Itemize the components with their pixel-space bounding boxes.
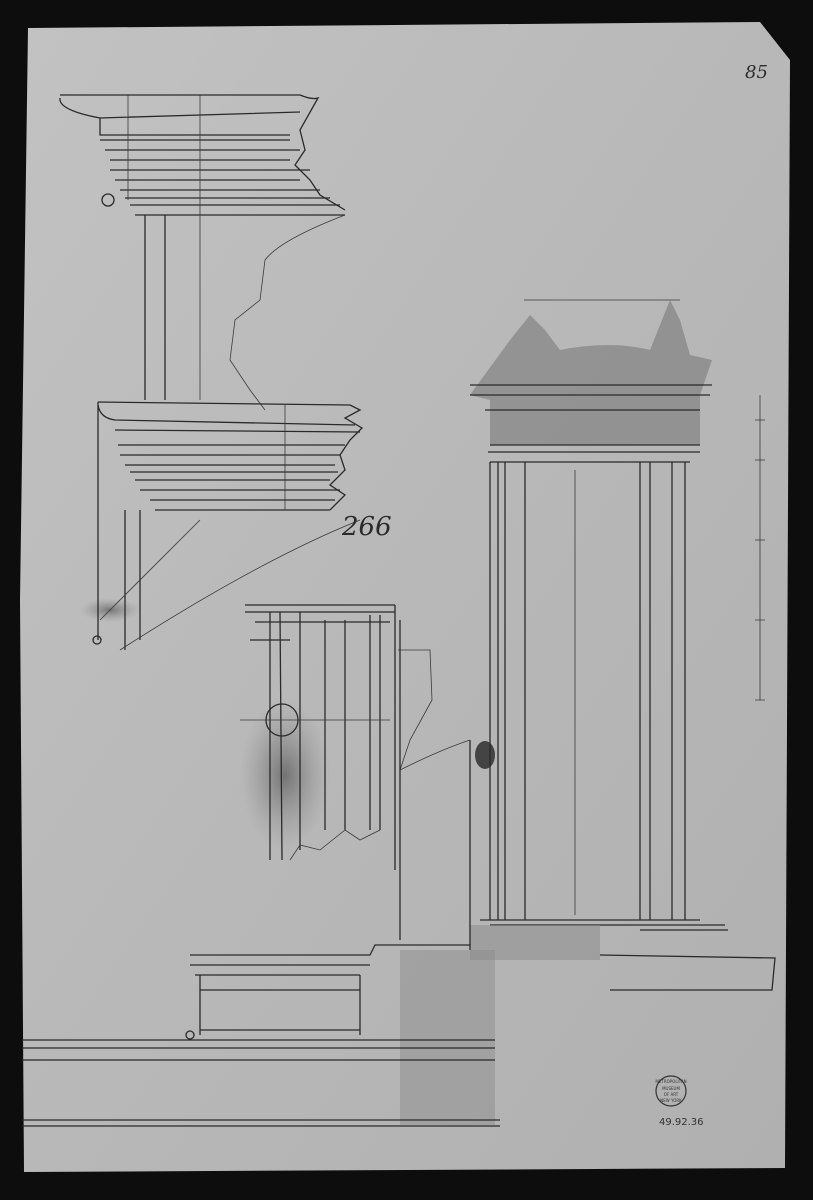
door-frame-elevation xyxy=(470,299,776,991)
paper xyxy=(20,22,790,1172)
ink-stain xyxy=(475,741,495,769)
upper-entablature-section xyxy=(59,94,346,411)
svg-text:NEW YORK: NEW YORK xyxy=(660,1098,682,1103)
museum-stamp: METROPOLITAN MUSEUM OF ART NEW YORK xyxy=(655,1075,687,1107)
svg-text:MUSEUM: MUSEUM xyxy=(662,1086,680,1091)
base-plinth-section xyxy=(22,620,500,1127)
svg-text:METROPOLITAN: METROPOLITAN xyxy=(655,1079,686,1084)
capital-detail-section xyxy=(240,604,471,870)
svg-text:OF ART: OF ART xyxy=(664,1092,679,1097)
page-number: 85 xyxy=(745,62,768,83)
accession-number: 49.92.36 xyxy=(659,1117,704,1128)
lower-cornice-section xyxy=(92,401,364,651)
ink-stain xyxy=(240,700,330,850)
sheet-number: 266 xyxy=(341,512,392,542)
